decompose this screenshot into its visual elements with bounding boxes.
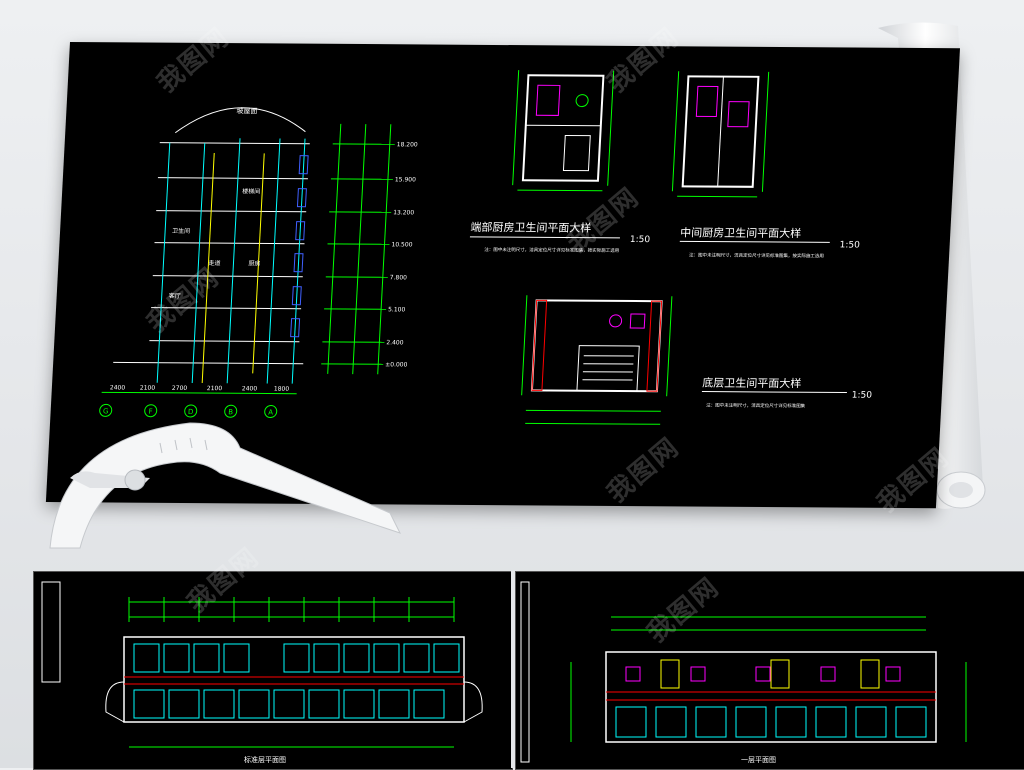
protractor-icon (40, 418, 410, 568)
room-label: 客厅 (169, 292, 181, 300)
room-label: 卫生间 (172, 227, 190, 235)
detail-end-title: 端部厨房卫生间平面大样 (470, 220, 592, 235)
floor-plan-ground: 一层平面图 (515, 571, 1024, 770)
bay-dim: 2100 (207, 385, 223, 392)
detail-mid-scale: 1:50 (839, 240, 860, 250)
panel-right-caption: 一层平面图 (741, 756, 776, 764)
roof-label: 坡屋面 (236, 106, 257, 115)
level-mark: 18.200 (397, 141, 419, 148)
bay-dim: 2400 (110, 384, 126, 391)
room-label: 厨房 (248, 259, 260, 267)
level-mark: 13.200 (393, 209, 415, 216)
level-mark: 10.500 (391, 241, 413, 248)
detail-base-plan (520, 295, 672, 424)
detail-mid-note: 注：图中未注明尺寸，洁具定位尺寸详见标准图集，按实际施工选用 (689, 251, 824, 259)
bay-dim: 1800 (274, 386, 290, 393)
level-mark: ±0.000 (385, 361, 408, 368)
detail-base-title: 底层卫生间平面大样 (702, 376, 802, 391)
detail-end-plan (512, 70, 613, 191)
axis-label: G (103, 407, 109, 415)
axis-label: A (268, 409, 273, 417)
detail-mid-plan (672, 71, 769, 197)
room-label: 走道 (208, 259, 220, 267)
bay-dim: 2100 (140, 385, 156, 392)
building-section: 坡屋面 (99, 105, 421, 418)
level-mark: 2.400 (386, 339, 404, 346)
detail-base-note: 注：图中未注明尺寸，洁具定位尺寸详见标准图集 (706, 402, 806, 410)
detail-end-note: 注：图中未注明尺寸，洁具定位尺寸详见标准图集，按实际施工选用 (484, 246, 619, 254)
detail-mid-title: 中间厨房卫生间平面大样 (680, 225, 802, 240)
detail-base-scale: 1:50 (852, 391, 873, 401)
floor-plan-standard: 标准层平面图 (33, 571, 513, 770)
room-label: 楼梯间 (242, 187, 260, 195)
axis-label: D (188, 408, 194, 416)
level-mark: 15.900 (395, 176, 417, 183)
detail-end-scale: 1:50 (630, 235, 651, 245)
floor-plan-ground-canvas: 一层平面图 (516, 572, 1024, 769)
panel-left-caption: 标准层平面图 (244, 755, 286, 764)
axis-label: F (148, 408, 152, 416)
axis-label: B (228, 408, 233, 416)
level-mark: 5.100 (388, 306, 406, 313)
bay-dim: 2700 (172, 385, 188, 392)
bay-dim: 2400 (242, 385, 258, 392)
floor-plan-standard-canvas: 标准层平面图 (34, 572, 512, 769)
level-mark: 7.800 (390, 274, 408, 281)
